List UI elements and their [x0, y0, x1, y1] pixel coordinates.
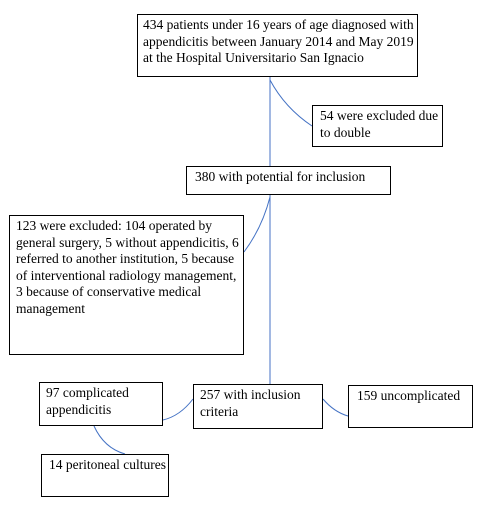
box-total-patients: 434 patients under 16 years of age diagn… — [137, 14, 418, 77]
box-potential-inclusion: 380 with potential for inclusion — [186, 166, 391, 195]
box-peritoneal-cultures: 14 peritoneal cultures — [41, 454, 169, 497]
branch-complicated — [162, 398, 194, 421]
box-inclusion-criteria: 257 with inclusion criteria — [193, 384, 323, 429]
branch-excluded-123 — [243, 196, 271, 253]
box-excluded-double: 54 were excluded due to double — [312, 105, 443, 147]
branch-uncomplicated — [322, 398, 349, 417]
box-uncomplicated: 159 uncomplicated — [348, 385, 473, 428]
box-excluded-123: 123 were excluded: 104 operated by gener… — [9, 215, 244, 355]
branch-cultures — [93, 425, 126, 455]
box-complicated-appendicitis: 97 complicated appendicitis — [39, 382, 163, 426]
branch-excluded-double — [269, 79, 313, 127]
